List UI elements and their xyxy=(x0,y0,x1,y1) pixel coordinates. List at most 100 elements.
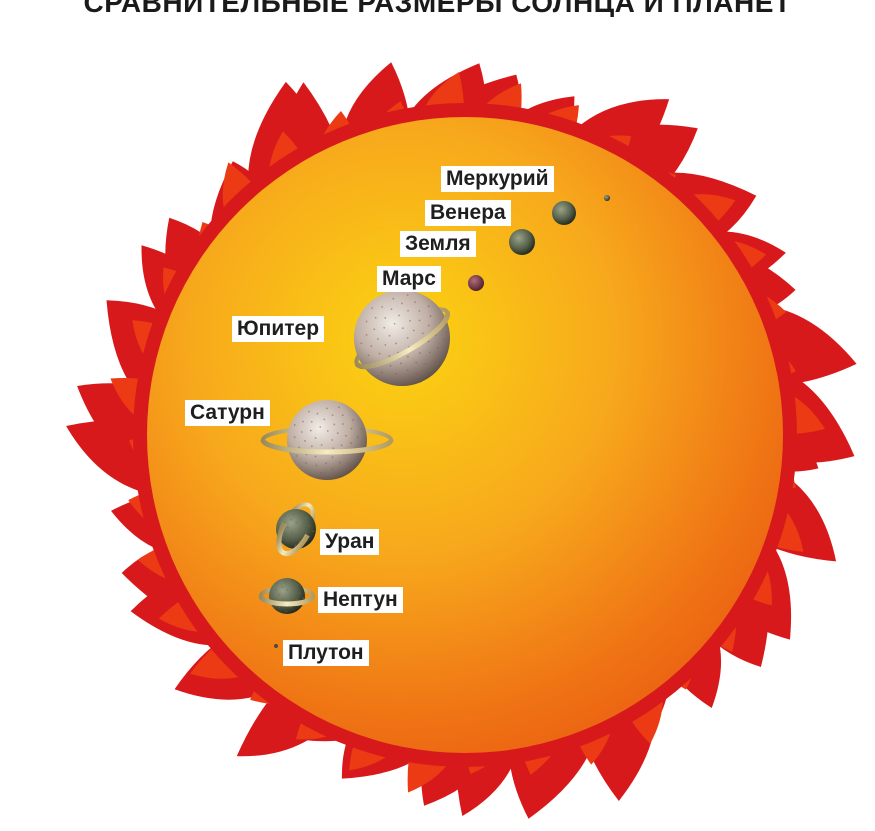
planet-pluto xyxy=(274,644,278,648)
planet-speckle xyxy=(444,339,446,341)
planet-speckle xyxy=(290,607,292,609)
planet-speckle xyxy=(311,421,313,423)
planet-speckle xyxy=(394,323,396,325)
planet-speckle xyxy=(401,302,403,304)
label-saturn: Сатурн xyxy=(185,400,270,426)
planet-speckle xyxy=(282,598,284,600)
planet-speckle xyxy=(375,317,377,319)
planet-speckle xyxy=(298,447,300,449)
planet-speckle xyxy=(381,306,383,308)
planet-speckle xyxy=(299,528,301,530)
planet-speckle xyxy=(309,525,311,527)
planet-speckle xyxy=(418,310,420,312)
planet-speckle xyxy=(342,423,344,425)
planet-speckle xyxy=(366,334,368,336)
planet-speckle xyxy=(275,589,277,591)
planet-body xyxy=(604,195,610,201)
planet-speckle xyxy=(357,436,359,438)
planet-speckle xyxy=(414,301,416,303)
planet-speckle xyxy=(305,462,307,464)
planet-mars xyxy=(468,275,484,291)
planet-speckle xyxy=(407,294,409,296)
planet-body xyxy=(287,400,367,480)
planet-speckle xyxy=(407,356,409,358)
planet-speckle xyxy=(340,472,342,474)
planet-earth xyxy=(509,229,535,255)
planet-speckle xyxy=(416,373,418,375)
planet-speckle xyxy=(301,431,303,433)
planet-speckle xyxy=(291,532,293,534)
planet-speckle xyxy=(323,418,325,420)
label-earth: Земля xyxy=(400,231,476,257)
planet-speckle xyxy=(350,442,352,444)
planet-speckle xyxy=(317,413,319,415)
planet-speckle xyxy=(290,519,292,521)
planet-speckle xyxy=(428,325,430,327)
label-mars: Марс xyxy=(377,266,441,292)
planet-speckle xyxy=(366,321,368,323)
planet-speckle xyxy=(407,310,409,312)
planet-speckle xyxy=(352,419,354,421)
planet-speckle xyxy=(315,456,317,458)
planet-body xyxy=(269,578,305,614)
planet-speckle xyxy=(293,514,295,516)
planet-speckle xyxy=(302,597,304,599)
planet-speckle xyxy=(278,594,280,596)
planet-mercury xyxy=(604,195,610,201)
label-pluto: Плутон xyxy=(283,640,369,666)
planet-speckle xyxy=(407,369,409,371)
planet-speckle xyxy=(337,432,339,434)
planet-speckle xyxy=(291,585,293,587)
planet-speckle xyxy=(303,523,305,525)
planet-speckle xyxy=(428,341,430,343)
planet-speckle xyxy=(297,584,299,586)
planet-speckle xyxy=(419,352,421,354)
planet-speckle xyxy=(388,355,390,357)
planet-speckle xyxy=(409,320,411,322)
planet-body xyxy=(354,290,450,386)
planet-speckle xyxy=(430,315,432,317)
planet-speckle xyxy=(299,592,301,594)
planet-speckle xyxy=(321,444,323,446)
planet-speckle xyxy=(302,421,304,423)
planet-speckle xyxy=(395,373,397,375)
planet-speckle xyxy=(371,307,373,309)
planet-speckle xyxy=(419,320,421,322)
planet-speckle xyxy=(282,586,284,588)
planet-speckle xyxy=(310,430,312,432)
planet-speckle xyxy=(333,423,335,425)
planet-speckle xyxy=(413,330,415,332)
planet-speckle xyxy=(287,527,289,529)
planet-speckle xyxy=(276,583,278,585)
planet-speckle xyxy=(338,406,340,408)
planet-body xyxy=(552,201,576,225)
planet-speckle xyxy=(287,589,289,591)
planet-speckle xyxy=(429,351,431,353)
planet-speckle xyxy=(370,345,372,347)
planet-speckle xyxy=(360,342,362,344)
planet-speckle xyxy=(425,363,427,365)
planet-speckle xyxy=(294,424,296,426)
planet-speckle xyxy=(341,444,343,446)
planet-speckle xyxy=(392,298,394,300)
planet-speckle xyxy=(428,305,430,307)
planet-speckle xyxy=(351,428,353,430)
planet-speckle xyxy=(360,428,362,430)
planet-speckle xyxy=(320,472,322,474)
label-jupiter: Юпитер xyxy=(232,316,324,342)
planet-speckle xyxy=(384,317,386,319)
label-neptune: Нептун xyxy=(318,587,403,613)
planet-speckle xyxy=(325,462,327,464)
planet-body xyxy=(509,229,535,255)
planet-speckle xyxy=(332,414,334,416)
planet-speckle xyxy=(332,456,334,458)
planet-speckle xyxy=(379,353,381,355)
planet-speckle xyxy=(415,362,417,364)
planet-speckle xyxy=(312,530,314,532)
planet-venus xyxy=(552,201,576,225)
planet-speckle xyxy=(422,332,424,334)
planet-speckle xyxy=(293,591,295,593)
planet-body xyxy=(274,644,278,648)
planet-speckle xyxy=(398,315,400,317)
planet-speckle xyxy=(368,355,370,357)
